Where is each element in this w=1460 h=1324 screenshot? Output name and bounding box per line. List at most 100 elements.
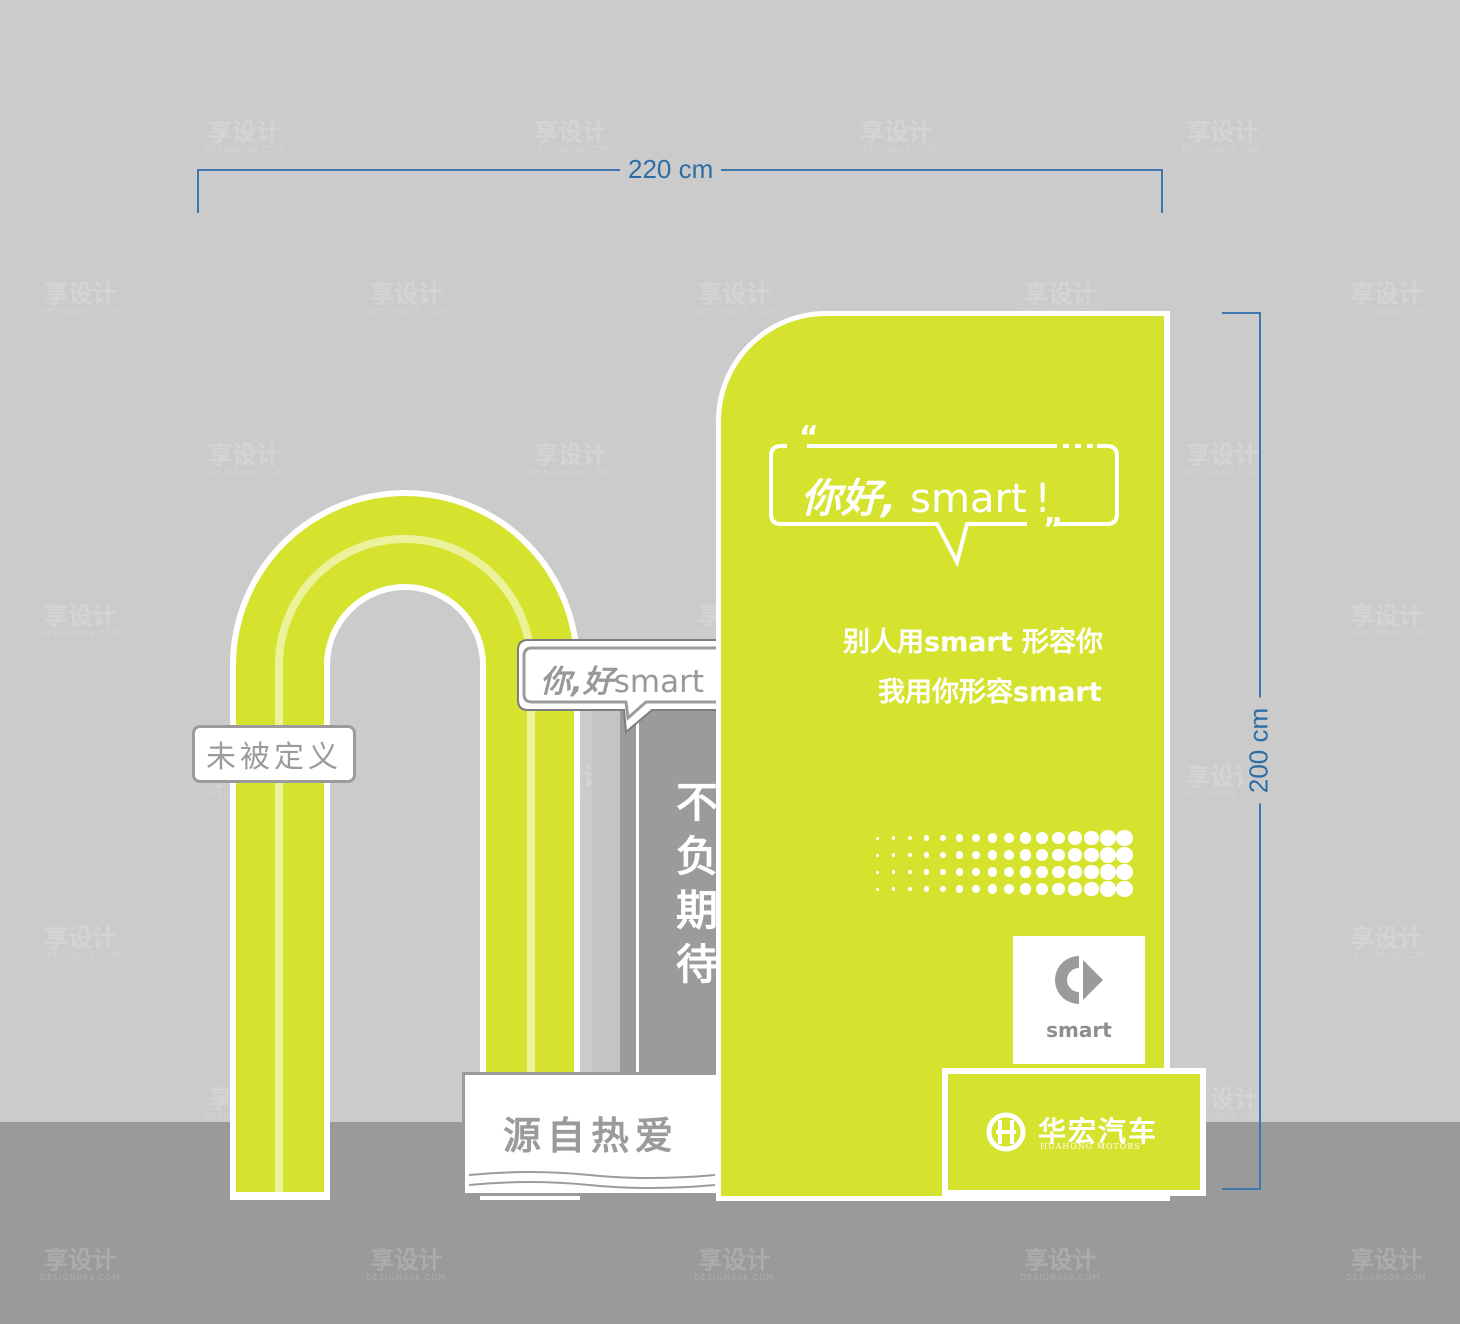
halftone-dot: [971, 867, 981, 877]
halftone-dot: [1068, 831, 1082, 845]
halftone-dot: [971, 884, 981, 894]
halftone-dot: [1116, 880, 1133, 898]
halftone-dot: [1003, 849, 1015, 861]
bubble-greeting: 你好: [801, 476, 881, 522]
arch-hole-floor: [330, 1122, 480, 1222]
halftone-dot: [1084, 847, 1099, 863]
base-box-label: 源自热爱: [502, 1114, 679, 1158]
slogan-line-1: 别人用smart 形容你: [843, 627, 1104, 658]
halftone-dot: [1100, 881, 1116, 897]
huahong-logo-icon: [986, 1112, 1026, 1152]
bubble-exclaim: !: [1034, 476, 1051, 522]
halftone-dot: [923, 852, 930, 858]
halftone-dot: [1052, 865, 1065, 879]
halftone-dot: [891, 887, 896, 891]
dealer-name: 华宏汽车: [1038, 1115, 1159, 1148]
main-speech-bubble: [769, 444, 1119, 568]
halftone-dot: [939, 834, 947, 842]
char: 不: [675, 778, 718, 827]
halftone-dot: [1068, 882, 1082, 896]
halftone-dot: [1019, 866, 1032, 878]
halftone-dot: [907, 869, 913, 875]
bubble-word: 你: [540, 664, 571, 700]
halftone-dot: [1116, 846, 1133, 864]
halftone-dot: [891, 853, 896, 857]
bubble-word: 好: [582, 664, 614, 700]
halftone-dot: [987, 850, 998, 860]
halftone-dot: [875, 853, 879, 857]
halftone-dot: [875, 870, 879, 874]
halftone-dot: [1019, 849, 1032, 861]
halftone-dot: [939, 885, 947, 893]
halftone-dot: [891, 870, 896, 874]
halftone-dot: [1084, 830, 1099, 846]
halftone-dot: [1052, 831, 1065, 845]
main-panel: “ ” 你好, smart! 别人用smart 形容你 我用你形容smart s…: [721, 316, 1164, 1196]
halftone-dot: [1036, 832, 1048, 844]
halftone-dot: [891, 836, 896, 840]
halftone-dot: [987, 867, 998, 877]
dealer-box: 华宏汽车 HUAHONG MOTORS: [948, 1074, 1200, 1190]
halftone-dot: [987, 884, 998, 894]
width-dimension-right-tick: [1161, 169, 1163, 213]
halftone-dot: [955, 868, 964, 876]
smart-logo-box: smart: [1013, 936, 1145, 1064]
height-label: 200 cm: [1243, 697, 1275, 804]
halftone-dot: [1052, 882, 1065, 896]
halftone-dot: [971, 833, 981, 843]
halftone-dot: [923, 835, 930, 841]
bubble-comma: ,: [571, 664, 583, 700]
halftone-dot-grid: [869, 829, 1139, 910]
arch-label-tag: 未被定义: [192, 725, 356, 783]
halftone-dot: [1003, 832, 1015, 844]
dealer-name-en: HUAHONG MOTORS: [1040, 1142, 1141, 1151]
halftone-dot: [1036, 866, 1048, 878]
main-bubble-text: 你好, smart!: [801, 466, 1051, 524]
halftone-dot: [1068, 865, 1082, 879]
bubble-comma: ,: [881, 476, 897, 522]
smart-logo-text: smart: [1046, 1018, 1112, 1042]
char: 期: [675, 886, 718, 935]
halftone-dot: [1052, 848, 1065, 862]
height-dimension-bottom-tick: [1222, 1188, 1261, 1190]
halftone-dot: [1084, 881, 1099, 897]
halftone-dot: [923, 886, 930, 892]
small-bubble-text: 你,好smart!: [540, 656, 724, 701]
halftone-dot: [875, 887, 879, 891]
halftone-dot: [1036, 883, 1048, 895]
slogan-column-left: 不 负 期 待: [672, 776, 722, 992]
width-label: 220 cm: [620, 154, 722, 185]
halftone-dot: [1100, 864, 1116, 880]
halftone-dot: [1003, 866, 1015, 878]
halftone-dot: [955, 885, 964, 893]
bubble-brand: smart: [613, 664, 705, 700]
char: 待: [675, 940, 718, 989]
open-quote: “: [799, 420, 819, 455]
halftone-dot: [907, 852, 913, 858]
halftone-dot: [1068, 848, 1082, 862]
halftone-dot: [907, 835, 913, 841]
halftone-dot: [1100, 847, 1116, 863]
halftone-dot: [923, 869, 930, 875]
slogan-line-2: 我用你形容smart: [878, 677, 1102, 708]
halftone-dot: [1019, 883, 1032, 895]
close-quote: ”: [1043, 512, 1063, 547]
halftone-dot: [1100, 830, 1116, 846]
halftone-dot: [875, 836, 879, 840]
